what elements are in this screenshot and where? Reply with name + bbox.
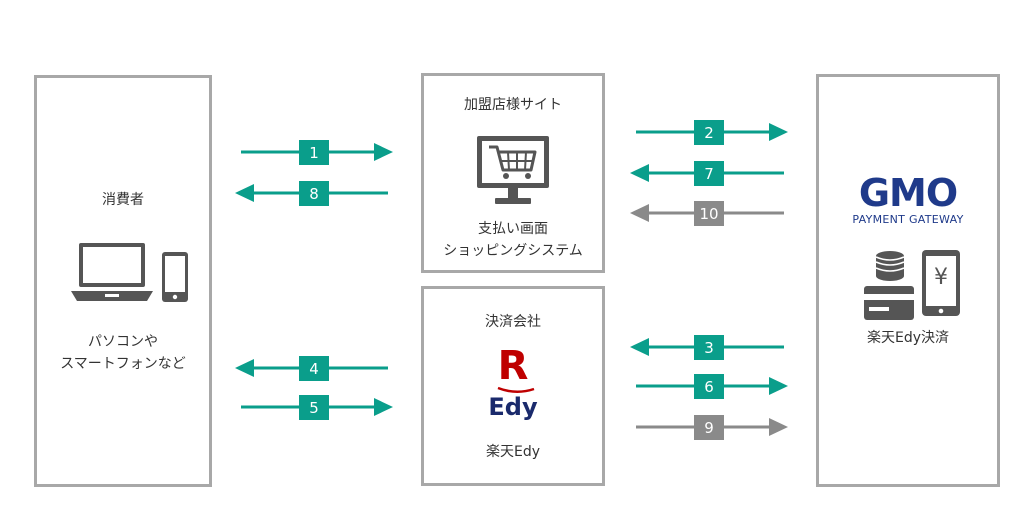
step-2-label: 2 <box>704 124 714 142</box>
rakuten-swoosh-icon <box>497 386 535 393</box>
step-3-arrow: 3 <box>630 335 784 360</box>
step-10-arrow: 10 <box>630 201 784 226</box>
merchant-description: 支払い画面 ショッピングシステム <box>424 218 602 262</box>
consumer-desc-line2: スマートフォンなど <box>60 356 186 372</box>
merchant-desc-line2: ショッピングシステム <box>443 243 583 259</box>
settlement-name: 楽天Edy <box>485 444 541 460</box>
card-icon <box>864 286 914 320</box>
smartphone-icon <box>162 252 188 302</box>
gmo-logo-sub: PAYMENT GATEWAY <box>852 213 964 226</box>
consumer-desc-line1: パソコンや <box>88 334 158 350</box>
settlement-title: 決済会社 <box>485 314 541 330</box>
coins-icon <box>875 251 905 281</box>
yen-phone-icon <box>922 250 960 316</box>
step-6-arrow: 6 <box>636 374 788 399</box>
step-3-label: 3 <box>704 339 714 357</box>
step-5-label: 5 <box>309 399 319 417</box>
rakuten-logo-letter: R <box>497 343 529 389</box>
step-6-label: 6 <box>704 378 714 396</box>
consumer-box: 消費者 パソコンや スマートフォンなど <box>34 75 212 487</box>
gmo-box: GMO PAYMENT GATEWAY ¥ 楽天Edy決済 <box>816 74 1000 487</box>
gmo-logo: GMO <box>858 171 958 215</box>
consumer-description: パソコンや スマートフォンなど <box>37 331 209 375</box>
step-9-arrow: 9 <box>636 415 788 440</box>
edy-logo-text: Edy <box>488 393 538 421</box>
shopping-cart-monitor-icon <box>477 136 549 204</box>
step-10-label: 10 <box>699 205 718 223</box>
step-7-label: 7 <box>704 165 714 183</box>
step-8-label: 8 <box>309 185 319 203</box>
step-9-label: 9 <box>704 419 714 437</box>
yen-symbol: ¥ <box>934 265 948 290</box>
step-8-arrow: 8 <box>235 181 388 206</box>
settlement-box: 決済会社 R Edy 楽天Edy <box>421 286 605 486</box>
step-1-arrow: 1 <box>241 140 393 165</box>
step-4-label: 4 <box>309 360 319 378</box>
step-7-arrow: 7 <box>630 161 784 186</box>
merchant-desc-line1: 支払い画面 <box>478 221 548 237</box>
consumer-title: 消費者 <box>102 192 144 208</box>
laptop-icon <box>71 243 153 301</box>
merchant-box: 加盟店様サイト 支払い画面 ショッピングシステム <box>421 73 605 273</box>
step-5-arrow: 5 <box>241 395 393 420</box>
step-1-label: 1 <box>309 144 319 162</box>
step-2-arrow: 2 <box>636 120 788 145</box>
merchant-title: 加盟店様サイト <box>464 97 562 113</box>
step-4-arrow: 4 <box>235 356 388 381</box>
gmo-label: 楽天Edy決済 <box>866 330 950 346</box>
